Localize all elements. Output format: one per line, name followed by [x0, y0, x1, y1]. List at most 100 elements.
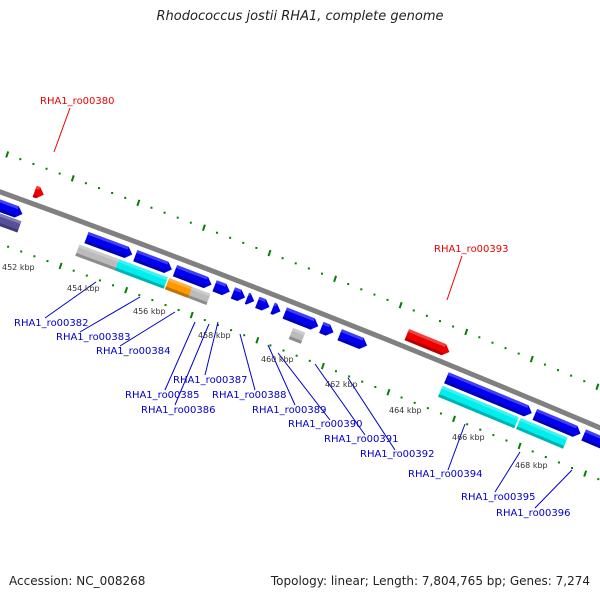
gene-label[interactable]: RHA1_ro00383 — [56, 332, 131, 343]
minor-tick — [466, 423, 469, 426]
feature-grey-body — [188, 286, 211, 306]
gene-label[interactable]: RHA1_ro00389 — [252, 405, 327, 416]
gene-label-highlight[interactable]: RHA1_ro00393 — [434, 244, 509, 255]
kbp-tick-label: 464 kbp — [389, 406, 422, 415]
gene-forward — [0, 196, 23, 218]
minor-tick — [334, 370, 337, 373]
gene-forward-shade — [172, 273, 205, 289]
minor-tick — [478, 336, 481, 339]
gene-label[interactable]: RHA1_ro00382 — [14, 318, 89, 329]
minor-tick — [230, 329, 233, 332]
feature-orange-highlight — [168, 278, 193, 290]
feature-orange — [164, 278, 193, 299]
gene-forward — [84, 231, 133, 259]
gene-forward-highlight — [87, 231, 129, 250]
gene-forward-body — [255, 296, 270, 311]
minor-tick — [242, 241, 245, 244]
minor-tick — [7, 245, 10, 248]
gene-forward — [172, 265, 212, 289]
feature-grey — [288, 327, 306, 344]
minor-tick — [492, 434, 495, 437]
minor-tick — [98, 187, 101, 190]
minor-tick — [308, 359, 311, 362]
feature-grey-highlight — [291, 327, 306, 336]
kbp-tick-label: 462 kbp — [325, 380, 358, 389]
minor-tick — [203, 319, 206, 322]
gene-forward-body — [444, 372, 532, 417]
minor-tick — [243, 334, 246, 337]
gene-forward-highlight — [340, 329, 364, 341]
kbp-tick-label: 456 kbp — [133, 307, 166, 316]
gene-ro00380 — [32, 185, 44, 199]
major-tick — [70, 175, 75, 182]
kbp-tick-label: 460 kbp — [261, 355, 294, 364]
accession-text: Accession: NC_008268 — [9, 574, 146, 588]
minor-tick — [320, 272, 323, 275]
kbp-tick-label: 452 kbp — [2, 263, 35, 272]
genome-summary-text: Topology: linear; Length: 7,804,765 bp; … — [270, 574, 590, 588]
gene-forward — [532, 408, 581, 437]
gene-forward — [270, 302, 281, 315]
gene-label-highlight[interactable]: RHA1_ro00380 — [40, 96, 115, 107]
gene-ro00380-body — [32, 185, 44, 199]
minor-tick — [425, 314, 428, 317]
gene-forward-body — [581, 429, 600, 453]
gene-ro00380-highlight — [35, 185, 41, 190]
major-tick — [464, 328, 469, 336]
gene-label[interactable]: RHA1_ro00391 — [324, 434, 399, 445]
gene-forward-highlight — [233, 287, 242, 293]
feature-purple — [0, 210, 22, 233]
feature-cyan — [438, 385, 519, 429]
gene-ro00393-highlight — [407, 329, 447, 347]
minor-tick — [138, 294, 141, 297]
feature-purple-body — [0, 210, 22, 233]
major-tick — [595, 383, 600, 391]
major-tick — [529, 355, 534, 363]
major-tick — [189, 311, 194, 319]
leader-line — [277, 352, 331, 421]
gene-forward — [244, 292, 255, 305]
gene-forward-highlight — [215, 280, 227, 287]
major-tick — [124, 286, 129, 294]
major-tick — [386, 388, 391, 396]
gene-forward-body — [0, 196, 23, 218]
feature-grey — [188, 286, 211, 306]
minor-tick — [386, 298, 389, 301]
gene-forward — [337, 329, 368, 349]
gene-forward — [444, 372, 532, 417]
gene-label[interactable]: RHA1_ro00388 — [212, 390, 287, 401]
gene-forward-shade — [0, 204, 16, 218]
leader-line — [44, 281, 97, 319]
feature-cyan-highlight — [441, 385, 519, 420]
gene-forward-highlight — [322, 321, 331, 328]
gene-label[interactable]: RHA1_ro00396 — [496, 508, 571, 519]
gene-label[interactable]: RHA1_ro00385 — [125, 390, 200, 401]
gene-label[interactable]: RHA1_ro00390 — [288, 419, 363, 430]
gene-label[interactable]: RHA1_ro00395 — [461, 492, 536, 503]
major-tick — [398, 301, 403, 309]
gene-label[interactable]: RHA1_ro00386 — [141, 405, 216, 416]
gene-forward-highlight — [285, 307, 315, 322]
gene-label[interactable]: RHA1_ro00387 — [173, 375, 248, 386]
leader-line — [494, 451, 521, 493]
gene-ro00380-shade — [32, 194, 38, 199]
minor-tick — [348, 375, 351, 378]
major-tick — [267, 249, 272, 257]
feature-cyan-highlight — [118, 259, 168, 281]
gene-label[interactable]: RHA1_ro00392 — [360, 449, 435, 460]
gene-forward-shade — [230, 295, 239, 301]
gene-label[interactable]: RHA1_ro00394 — [408, 469, 483, 480]
gene-label[interactable]: RHA1_ro00384 — [96, 346, 171, 357]
leader-line-highlight — [53, 107, 71, 153]
feature-orange-body — [164, 278, 193, 299]
feature-grey-shade — [75, 252, 116, 271]
kbp-tick-label: 466 kbp — [452, 433, 485, 442]
minor-tick — [111, 191, 114, 194]
gene-ro00393 — [404, 329, 450, 356]
minor-tick — [151, 299, 154, 302]
minor-tick — [360, 288, 363, 291]
minor-tick — [294, 262, 297, 265]
feature-cyan-body — [438, 385, 519, 429]
feature-grey-highlight — [78, 244, 120, 262]
gene-forward-shade — [255, 305, 263, 311]
